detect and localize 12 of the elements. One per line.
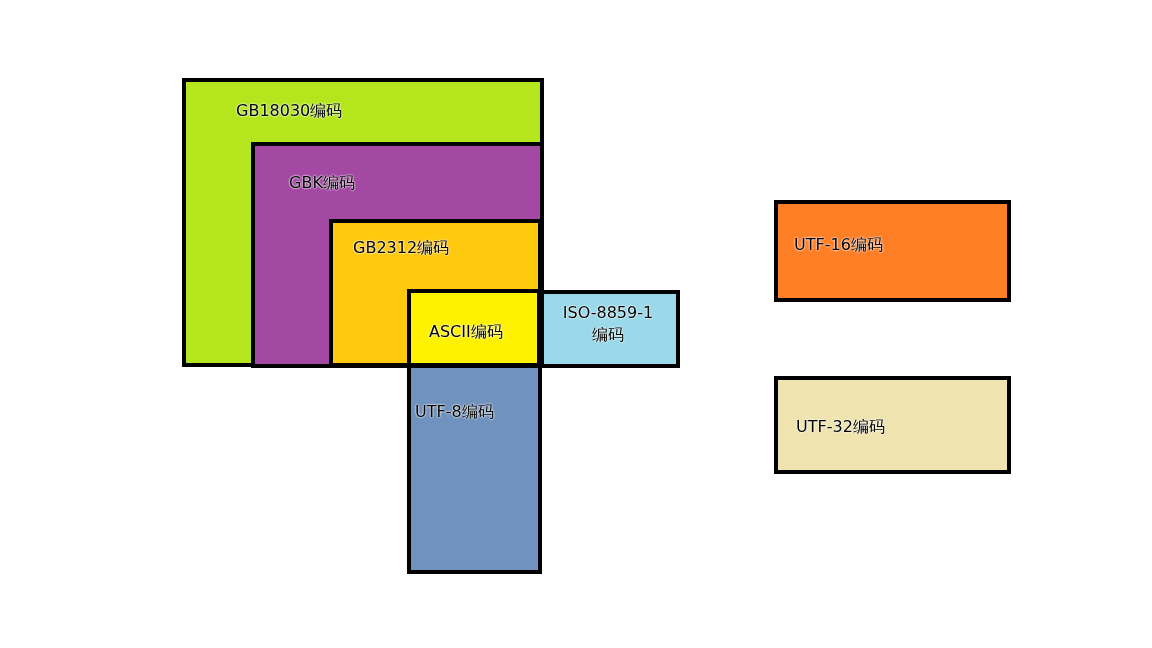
box-label: ASCII编码 [429,321,503,343]
encoding-box [182,78,544,367]
encoding-box [774,200,1011,302]
box-label: UTF-8编码 [415,401,494,423]
box-label: UTF-16编码 [794,234,883,256]
encoding-box [329,219,542,367]
box-label: GB2312编码 [353,237,450,259]
box-label: GB18030编码 [236,100,343,122]
encoding-box [774,376,1011,474]
box-label: UTF-32编码 [796,416,885,438]
box-label: GBK编码 [289,172,355,194]
box-label: ISO-8859-1 编码 [561,302,655,346]
